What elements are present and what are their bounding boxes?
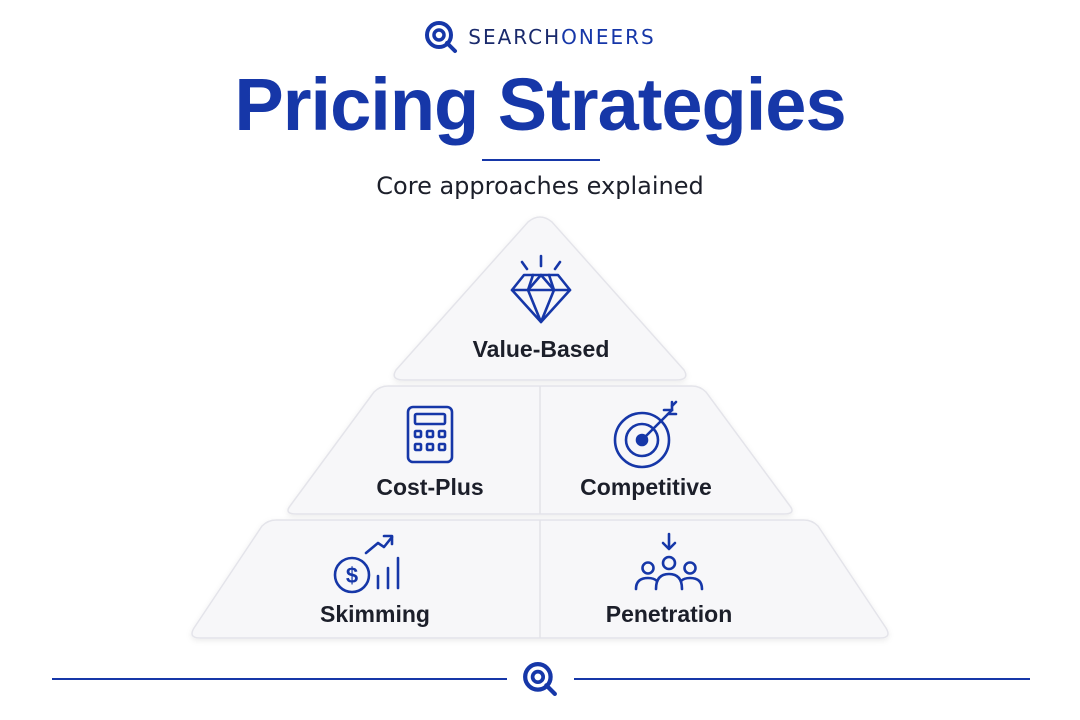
tier-middle: Cost-Plus Competitive [287,385,793,515]
tier-label-value-based: Value-Based [473,336,610,362]
group-entry-icon [634,532,704,591]
search-logo-icon [425,21,458,53]
dollar-growth-chart-icon: $ [333,534,400,594]
footer-line-right [574,678,1030,680]
tier-top-shape [393,216,687,381]
tier-label-penetration: Penetration [606,601,733,627]
tier-top: Value-Based [393,216,687,381]
calculator-icon [406,405,454,464]
brand-name-part2: ONEERS [561,25,656,49]
target-icon [613,400,678,469]
tier-bottom: $ Skimming Penetration [191,519,889,639]
footer-search-logo-icon [523,662,557,696]
tier-label-cost-plus: Cost-Plus [376,474,483,500]
tier-label-competitive: Competitive [580,474,712,500]
title-underline [482,159,600,161]
footer-line-left [52,678,507,680]
svg-text:$: $ [346,563,358,588]
brand-header: SEARCHONEERS [0,20,1080,54]
brand-name-part1: SEARCH [468,25,562,49]
tier-label-skimming: Skimming [320,601,430,627]
page-title: Pricing Strategies [234,63,846,146]
diamond-icon [510,254,572,324]
page-subtitle: Core approaches explained [376,172,704,200]
brand-name: SEARCHONEERS [468,25,656,49]
